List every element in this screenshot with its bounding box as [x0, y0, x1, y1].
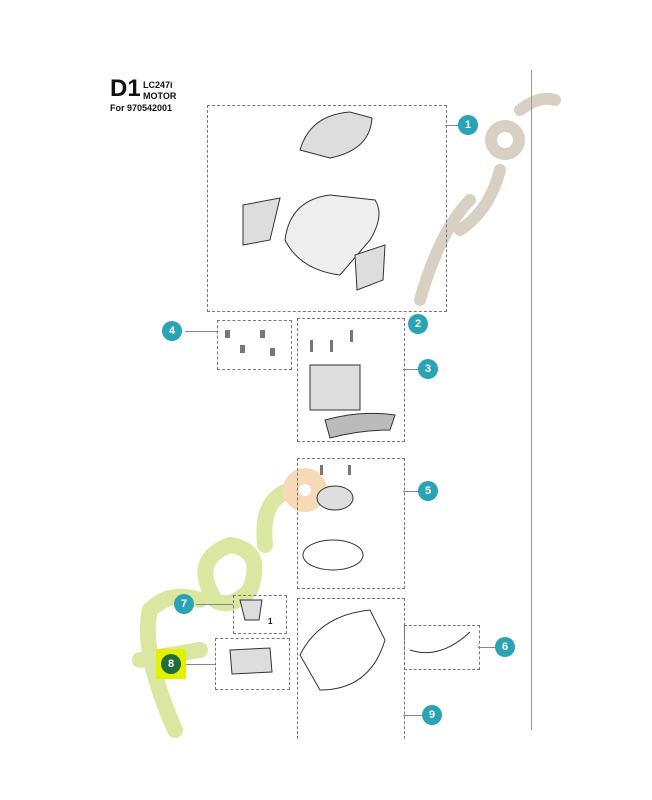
callout-6[interactable]: 6 [495, 637, 515, 657]
group-box-8 [215, 638, 290, 690]
part-motor-housing [302, 539, 364, 571]
part-motor [316, 485, 354, 511]
part-screws [225, 330, 353, 475]
callout-7[interactable]: 7 [174, 594, 194, 614]
section-label: MOTOR [143, 91, 177, 101]
leader-7 [196, 604, 233, 605]
callout-9[interactable]: 9 [422, 705, 442, 725]
diagram-code: D1 [110, 75, 141, 102]
group-box-7 [233, 595, 287, 634]
for-label: For 970542001 [110, 103, 173, 113]
leader-8 [185, 664, 215, 665]
group-box-1 [207, 105, 447, 312]
group-box-3 [297, 318, 405, 442]
model-label: LC247i [143, 80, 173, 90]
leader-5 [403, 491, 420, 492]
part-side-panel-right [354, 244, 386, 291]
leader-3 [403, 369, 420, 370]
qty-label-7: 1 [268, 617, 273, 626]
callout-4[interactable]: 4 [162, 321, 182, 341]
page-divider [531, 70, 532, 730]
part-power-supply [229, 647, 273, 675]
part-base-housing [299, 609, 386, 691]
leader-1 [445, 125, 460, 126]
callout-3[interactable]: 3 [418, 359, 438, 379]
part-top-cover [299, 111, 373, 159]
leader-4 [185, 331, 217, 332]
leader-6 [478, 647, 496, 648]
group-box-4 [217, 320, 292, 370]
part-wire-harness [324, 412, 396, 439]
callout-2[interactable]: 2 [408, 314, 428, 334]
part-motor-bracket [309, 364, 361, 411]
part-switch [239, 599, 263, 621]
callout-1[interactable]: 1 [458, 115, 478, 135]
callout-8[interactable]: 8 [161, 654, 181, 674]
part-side-panel-left [242, 197, 281, 246]
group-box-5 [297, 458, 405, 589]
leader-9 [403, 715, 423, 716]
callout-5[interactable]: 5 [418, 481, 438, 501]
part-cable [409, 631, 471, 654]
